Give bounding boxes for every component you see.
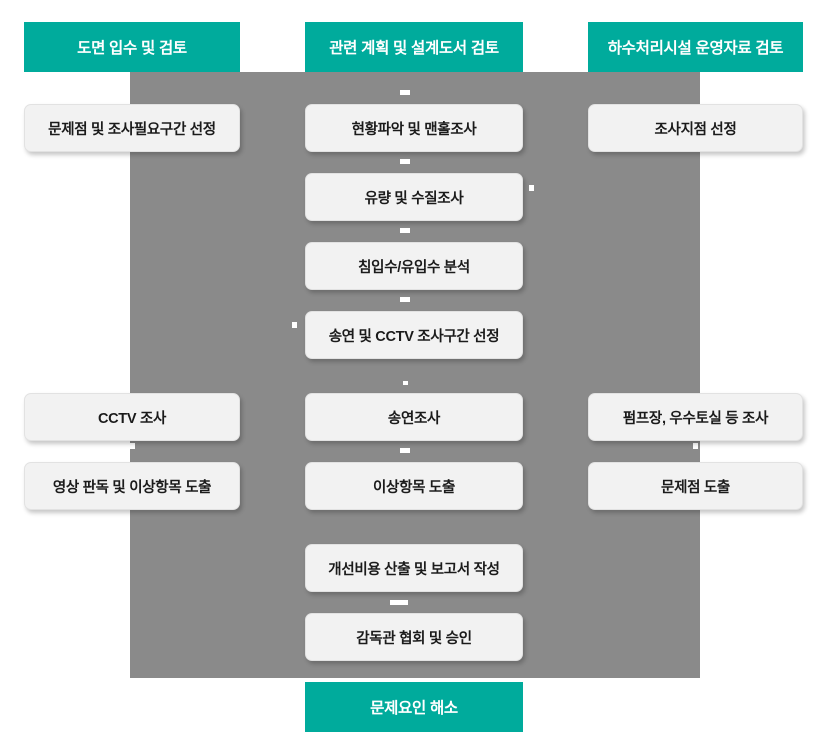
footer-box-problem-resolution[interactable]: 문제요인 해소 <box>305 682 523 732</box>
node-center-flow-water-quality-survey[interactable]: 유량 및 수질조사 <box>305 173 523 221</box>
connector-center-header-to-node1 <box>400 90 426 95</box>
connector-center-node2-to-node3 <box>400 228 426 233</box>
header-box-plan-design-review[interactable]: 관련 계획 및 설계도서 검토 <box>305 22 523 72</box>
connector-right-node2-to-node3 <box>693 443 698 463</box>
node-center-status-manhole-survey[interactable]: 현황파악 및 맨홀조사 <box>305 104 523 152</box>
connector-center-node5-to-node6 <box>400 448 426 453</box>
connector-cctv-section-to-left <box>292 322 297 342</box>
node-center-infiltration-inflow-analysis[interactable]: 침입수/유입수 분석 <box>305 242 523 290</box>
node-left-problem-survey-section[interactable]: 문제점 및 조사필요구간 선정 <box>24 104 240 152</box>
node-center-cost-report[interactable]: 개선비용 산출 및 보고서 작성 <box>305 544 523 592</box>
connector-center-node3-to-node4 <box>400 297 426 302</box>
node-left-video-analysis[interactable]: 영상 판독 및 이상항목 도출 <box>24 462 240 510</box>
node-center-anomaly-extraction[interactable]: 이상항목 도출 <box>305 462 523 510</box>
connector-flow-quality-to-right <box>529 185 534 205</box>
node-right-survey-point-selection[interactable]: 조사지점 선정 <box>588 104 803 152</box>
header-box-drawings-review[interactable]: 도면 입수 및 검토 <box>24 22 240 72</box>
connector-center-node1-to-node2 <box>400 159 426 164</box>
connector-left-node2-to-node3 <box>130 443 135 463</box>
connector-center-node7-to-node8 <box>390 600 438 605</box>
node-right-problem-extraction[interactable]: 문제점 도출 <box>588 462 803 510</box>
node-center-supervisor-approval[interactable]: 감독관 협회 및 승인 <box>305 613 523 661</box>
node-left-cctv-survey[interactable]: CCTV 조사 <box>24 393 240 441</box>
node-right-pump-station-survey[interactable]: 펌프장, 우수토실 등 조사 <box>588 393 803 441</box>
node-center-smoke-survey[interactable]: 송연조사 <box>305 393 523 441</box>
connector-center-node4-to-node5 <box>403 381 426 385</box>
header-box-treatment-facility-review[interactable]: 하수처리시설 운영자료 검토 <box>588 22 803 72</box>
node-center-smoke-cctv-section-selection[interactable]: 송연 및 CCTV 조사구간 선정 <box>305 311 523 359</box>
